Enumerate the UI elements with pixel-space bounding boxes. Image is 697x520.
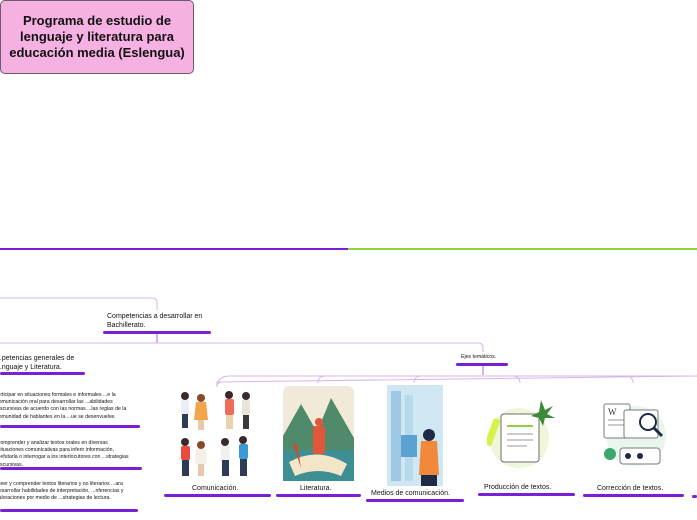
eje-produccion-underline (478, 493, 575, 496)
people-talking-illustration (181, 391, 250, 476)
central-topic-text: Programa de estudio de lenguaje y litera… (9, 13, 185, 60)
ejes-tematicos-underline (456, 363, 508, 366)
competencia-item-2-underline (0, 467, 142, 470)
svg-text:W: W (608, 407, 617, 417)
literature-illustration (283, 386, 354, 481)
offscreen-branch-underline (692, 495, 697, 498)
eje-literatura-label[interactable]: Literatura. (300, 485, 332, 492)
competencia-item-1-underline (0, 425, 140, 428)
eje-literatura-underline (276, 494, 361, 497)
central-topic[interactable]: Programa de estudio de lenguaje y litera… (0, 0, 194, 74)
media-illustration (387, 385, 443, 486)
review-illustration: W (603, 403, 666, 466)
eje-produccion-label[interactable]: Producción de textos. (484, 484, 552, 491)
eje-correccion-label[interactable]: Corrección de textos. (597, 485, 664, 492)
writing-illustration (487, 400, 555, 468)
competencia-item-3[interactable]: ...eer y comprender textos literarios y … (0, 481, 124, 502)
eje-medios-underline (366, 499, 464, 502)
eje-medios-label[interactable]: Medios de comunicación. (371, 490, 450, 497)
ejes-tematicos-label[interactable]: Ejes temáticos. (461, 354, 497, 360)
eje-comunicacion-underline (164, 494, 271, 497)
eje-correccion-underline (583, 494, 684, 497)
competencia-item-2[interactable]: ...omprender y analizar textos orales en… (0, 440, 129, 468)
competencias-underline (103, 331, 211, 334)
competencia-item-1[interactable]: ...rticipar en situaciones formales e in… (0, 392, 127, 420)
competencias-label[interactable]: Competencias a desarrollar en Bachillera… (107, 313, 203, 329)
competencias-generales-label[interactable]: ...petencias generales de ...nguaje y Li… (0, 355, 75, 371)
competencias-generales-underline (0, 372, 85, 375)
competencia-item-3-underline (0, 509, 138, 512)
eje-comunicacion-label[interactable]: Comunicación. (192, 485, 239, 492)
